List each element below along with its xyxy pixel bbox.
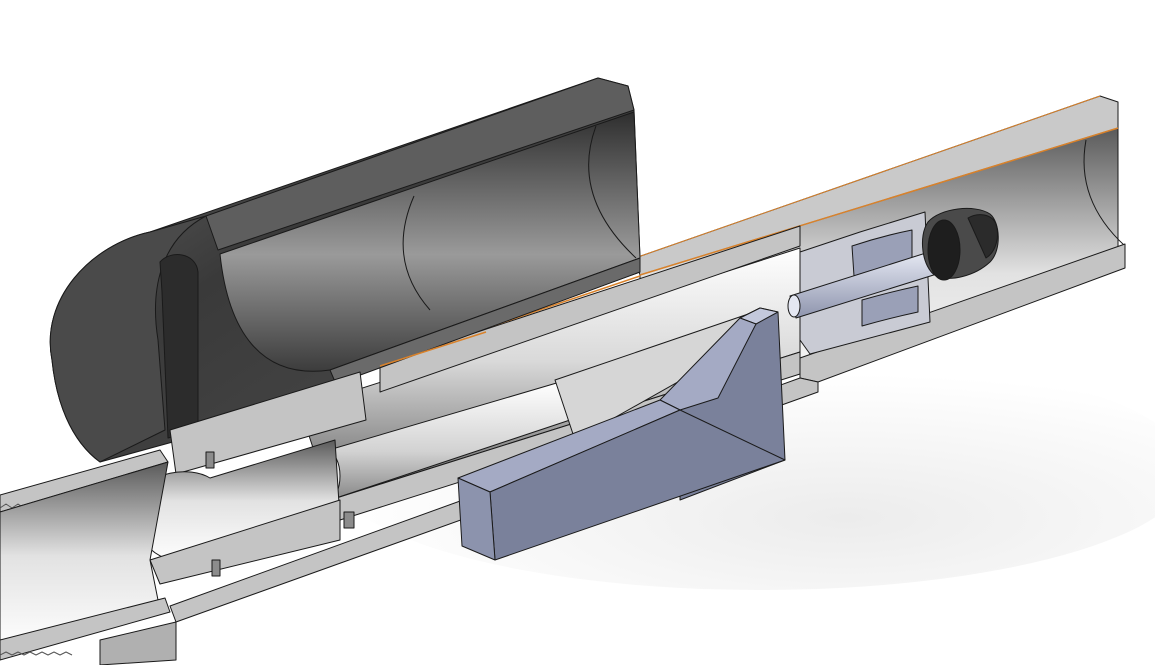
housing-front-face — [49, 215, 207, 463]
outer-tube-bottom-cut-face — [799, 243, 1126, 383]
left-barrel — [0, 449, 171, 661]
bearing-sleeve — [129, 371, 367, 585]
lower-body-shade — [99, 621, 177, 665]
housing-bore-end-arc — [588, 125, 637, 259]
housing-block — [49, 77, 641, 463]
mounting-bracket — [457, 307, 786, 561]
actuator-fitting-cutout-lower — [861, 285, 919, 327]
bearing-sleeve-bottom — [149, 499, 341, 585]
selected-edge-highlight — [379, 331, 487, 367]
actuator-knob-face — [927, 219, 961, 281]
inner-tube-top-cut — [379, 225, 801, 393]
actuator-knob-cap — [967, 214, 999, 259]
housing-bottom-cut — [329, 257, 641, 385]
left-barrel-bore — [0, 461, 169, 651]
actuator-assembly — [787, 208, 999, 355]
housing-top-face — [205, 77, 635, 251]
bearing-sleeve-top — [169, 371, 367, 475]
left-barrel-bottom-cut — [0, 597, 171, 661]
outer-tube-end-arc — [1083, 139, 1126, 247]
bracket-foot-end — [457, 477, 496, 561]
actuator-shaft-end — [787, 294, 801, 318]
left-barrel-thread-bottom — [0, 651, 73, 656]
housing-bore-mid-arc — [402, 195, 431, 311]
